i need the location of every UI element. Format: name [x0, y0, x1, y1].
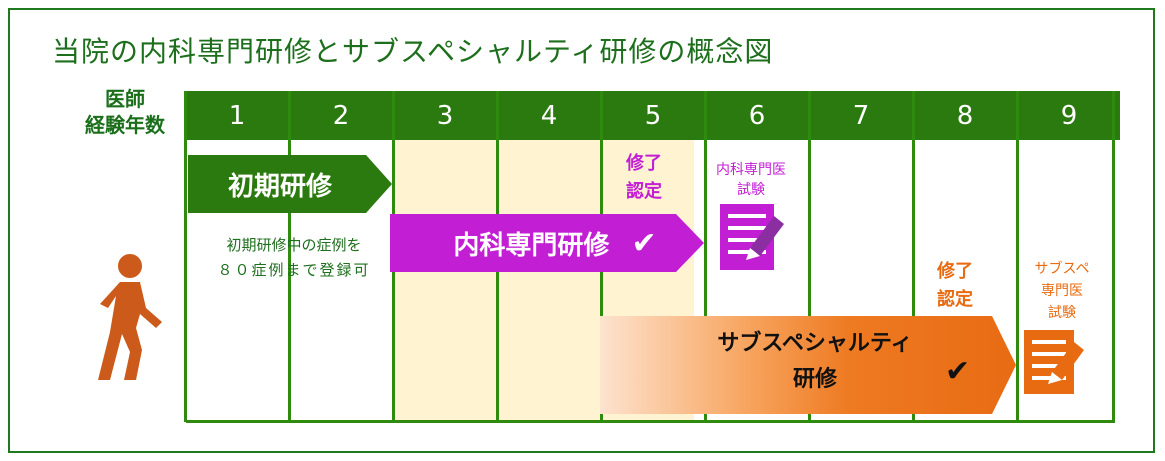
years-label-line2: 経験年数 [85, 113, 165, 137]
internal-exam-label: 内科専門医 試験 [696, 160, 806, 200]
grid-divider [1112, 91, 1115, 422]
exam-document-icon [1024, 330, 1084, 394]
year-header-9: 9 [1018, 91, 1120, 140]
grid-divider [184, 91, 187, 422]
sub-exam-label: サブスペ 専門医 試験 [1012, 258, 1112, 324]
initial-training-note: 初期研修中の症例を ８０症例まで登録可 [194, 233, 394, 283]
year-header-4: 4 [498, 91, 600, 140]
years-label-line1: 医師 [105, 87, 145, 111]
grid-divider [912, 91, 915, 422]
sub-exam-line2: 専門医 [1041, 283, 1083, 299]
initial-training-label: 初期研修 [227, 171, 332, 202]
completion1-line1: 修了 [626, 153, 662, 174]
grid-divider [808, 91, 811, 422]
sub-exam-line3: 試験 [1048, 305, 1076, 321]
exam-document-icon [720, 204, 784, 270]
internal-exam-line2: 試験 [737, 182, 765, 198]
year-header-3: 3 [394, 91, 496, 140]
initial-note-line1: 初期研修中の症例を [226, 236, 362, 254]
year-header-8: 8 [914, 91, 1016, 140]
year-header-7: 7 [810, 91, 912, 140]
grid-divider [1016, 91, 1019, 422]
check-icon: ✔ [631, 225, 657, 261]
completion-label-internal: 修了 認定 [614, 150, 674, 206]
check-icon: ✔ [945, 354, 971, 389]
completion-label-sub: 修了 認定 [925, 258, 985, 314]
grid-bottom-line [186, 420, 1115, 423]
grid-divider [704, 91, 707, 422]
sub-training-line2: 研修 [792, 367, 837, 392]
walking-person-icon [98, 254, 162, 380]
sub-exam-line1: サブスペ [1034, 261, 1090, 277]
years-label: 医師 経験年数 [70, 86, 180, 138]
internal-training-label: 内科専門研修 ✔ [420, 214, 690, 272]
year-header-1: 1 [186, 91, 288, 140]
initial-training-arrow [188, 155, 392, 213]
grid-divider [288, 91, 291, 422]
year-header-2: 2 [290, 91, 392, 140]
completion2-line2: 認定 [937, 289, 973, 310]
year-header-5: 5 [602, 91, 704, 140]
subspecialty-training-arrow [600, 316, 1016, 414]
page-title: 当院の内科専門研修とサブスペシャルティ研修の概念図 [52, 35, 774, 68]
sub-training-line1: サブスペシャルティ [717, 331, 913, 356]
year-header-6: 6 [706, 91, 808, 140]
internal-training-text: 内科専門研修 [453, 230, 610, 261]
initial-note-line2: ８０症例まで登録可 [217, 261, 371, 279]
completion1-line2: 認定 [626, 181, 662, 202]
subspecialty-training-label: サブスペシャルティ 研修 [700, 326, 930, 398]
internal-exam-line1: 内科専門医 [716, 162, 786, 178]
completion2-line1: 修了 [937, 261, 973, 282]
internal-training-arrow [390, 214, 704, 272]
